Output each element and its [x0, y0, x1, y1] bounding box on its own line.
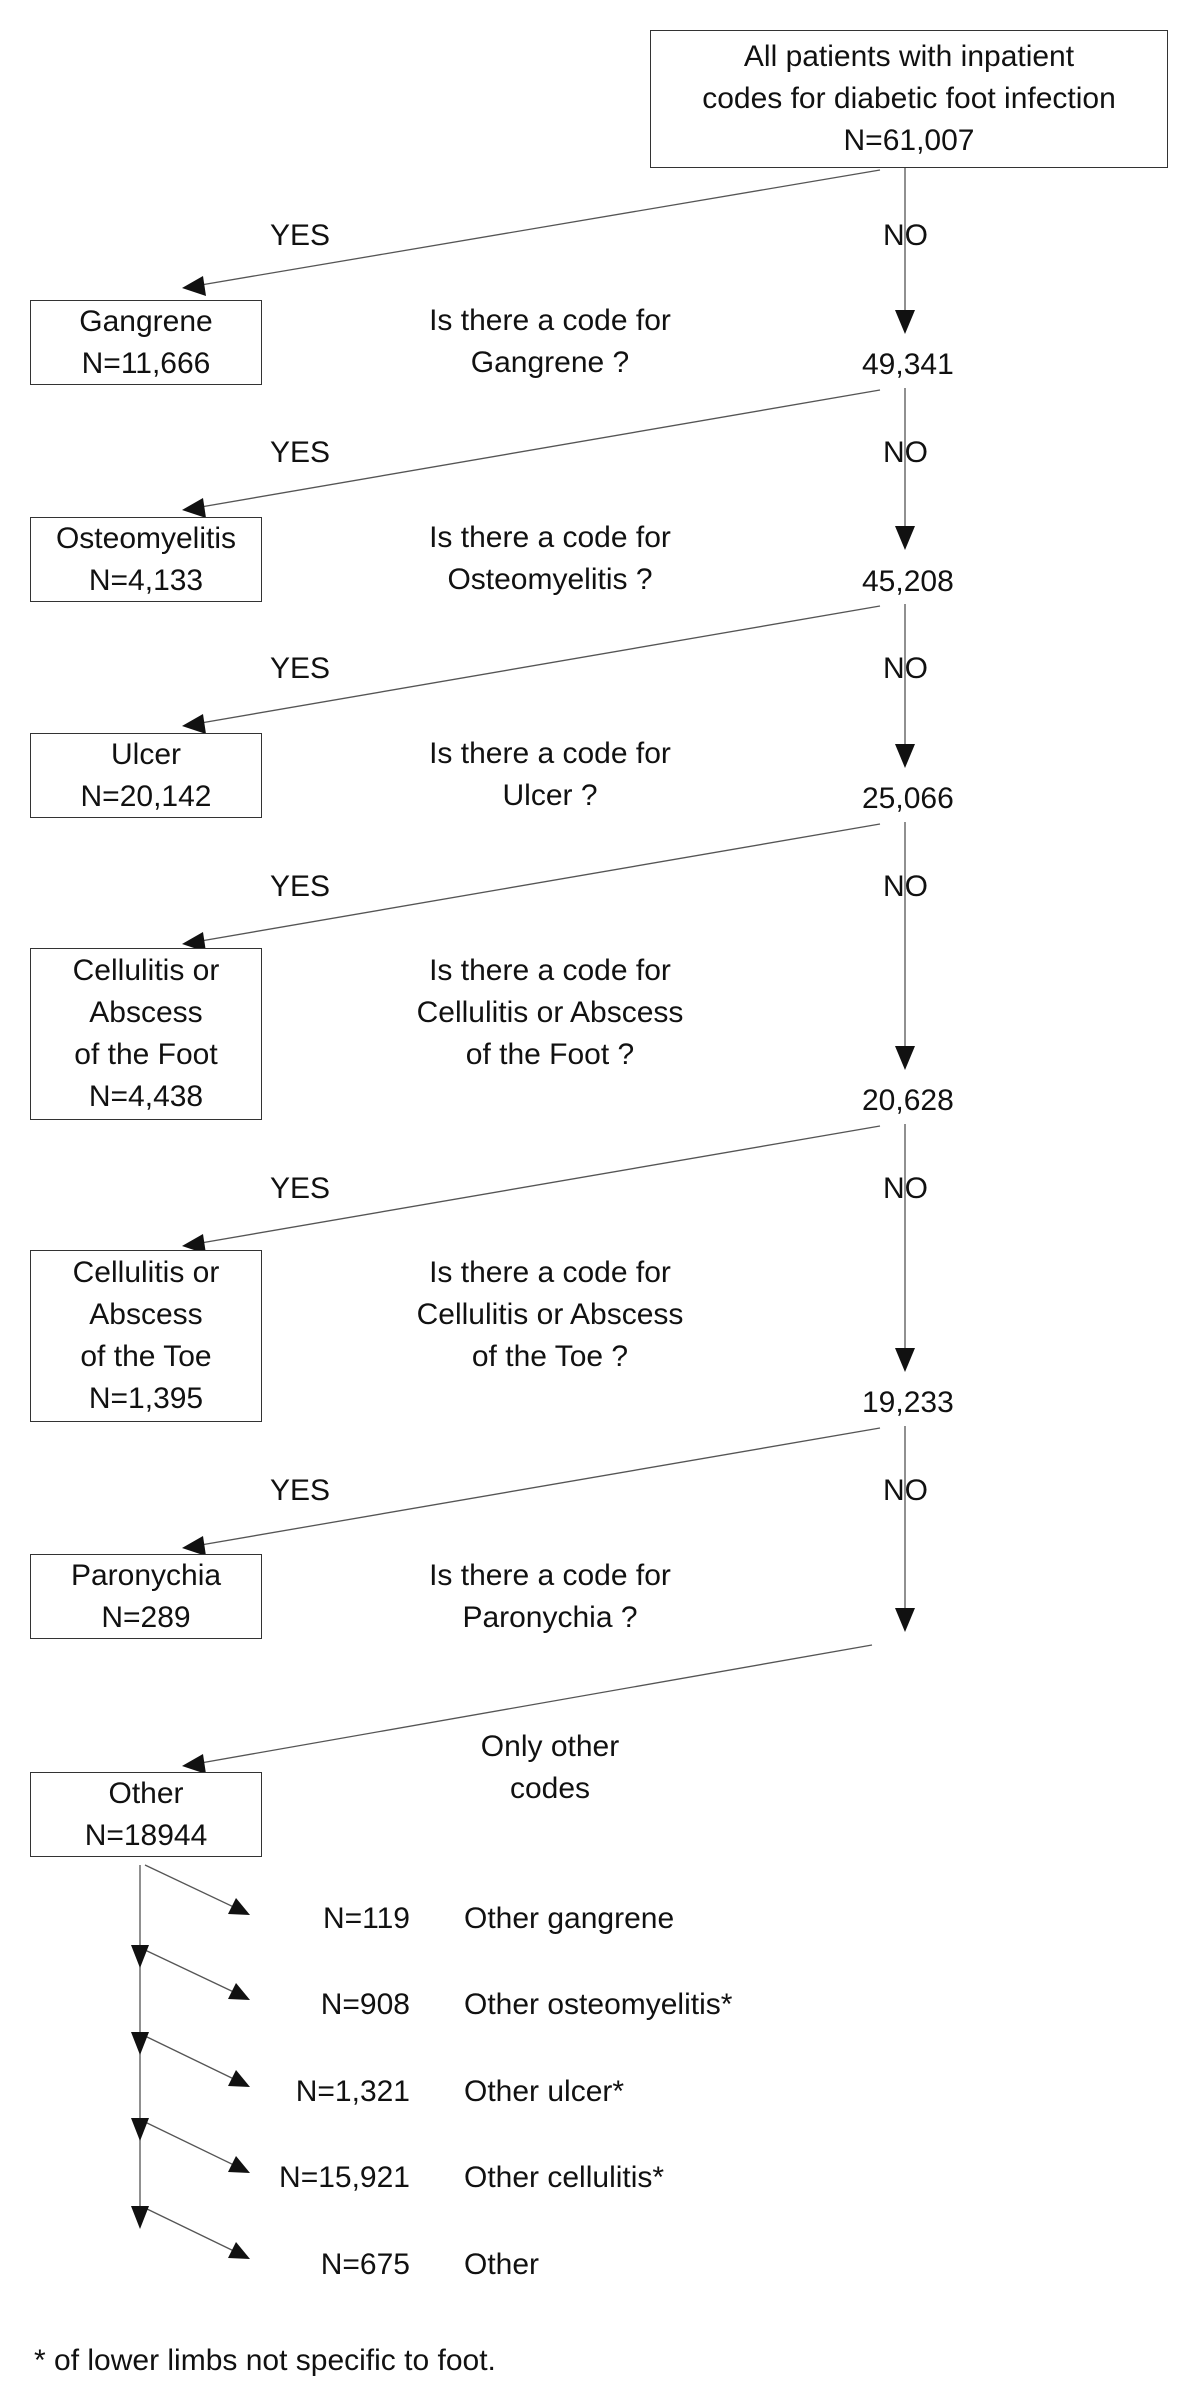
arrowhead-left [182, 276, 206, 296]
arrowhead-right [228, 1983, 250, 2000]
arrowhead-down [895, 526, 915, 550]
ulcer-box: Ulcer N=20,142 [30, 733, 262, 818]
arrowhead-down [895, 1348, 915, 1372]
question-ulcer: Is there a code for Ulcer ? [429, 737, 671, 812]
yes-label: YES [270, 870, 331, 903]
arrowhead-left [182, 714, 206, 734]
start-line-2: codes for diabetic foot infection [702, 82, 1116, 115]
box-count: N=1,395 [88, 1382, 204, 1415]
yes-label: YES [270, 436, 331, 469]
box-label: Abscess [89, 996, 203, 1029]
box-label: Other [108, 1776, 184, 1810]
arrowhead-down [895, 1608, 915, 1632]
breakdown-label: Other osteomyelitis* [464, 1988, 733, 2021]
box-label: Paronychia [70, 1558, 222, 1592]
remaining-count: 19,233 [862, 1386, 954, 1419]
arrowhead-right [228, 1898, 250, 1915]
no-label: NO [883, 652, 928, 685]
arrowhead-left [182, 1234, 206, 1254]
cellulitis-toe-box: Cellulitis or Abscess of the Toe N=1,395 [30, 1250, 262, 1422]
start-line-1: All patients with inpatient [743, 40, 1075, 73]
breakdown-label: Other ulcer* [464, 2075, 625, 2108]
yes-label: YES [270, 1172, 331, 1205]
question-cellulitis-toe: Is there a code for Cellulitis or Absces… [416, 1256, 684, 1373]
paronychia-box: Paronychia N=289 [30, 1554, 262, 1639]
box-label: Cellulitis or [72, 954, 220, 987]
arrowhead-left [182, 1536, 206, 1556]
arrowhead-down [131, 2206, 149, 2229]
arrowhead-down [131, 1945, 149, 1968]
arrowhead-down [131, 2032, 149, 2055]
arrowhead-left [182, 498, 206, 518]
yes-connector [194, 389, 881, 509]
arrowhead-right [228, 2070, 250, 2087]
breakdown-label: Other gangrene [464, 1902, 675, 1935]
no-label: NO [883, 436, 928, 469]
arrowhead-right [228, 2242, 250, 2259]
box-count: N=4,438 [88, 1080, 204, 1113]
gangrene-box: Gangrene N=11,666 [30, 300, 262, 385]
arrowhead-down [895, 1046, 915, 1070]
remaining-count: 49,341 [862, 348, 954, 381]
question-gangrene: Is there a code for Gangrene ? [429, 304, 671, 379]
breakdown-label: Other [464, 2248, 540, 2281]
breakdown-connector [144, 2121, 241, 2169]
no-label: NO [883, 1474, 928, 1507]
breakdown-label: Other cellulitis* [464, 2161, 665, 2194]
box-label: of the Toe [80, 1340, 212, 1373]
no-label: NO [883, 1172, 928, 1205]
box-count: N=11,666 [81, 346, 211, 380]
footnote: * of lower limbs not specific to foot. [34, 2344, 496, 2377]
box-label: of the Foot [74, 1038, 218, 1071]
yes-connector [194, 605, 881, 725]
remaining-count: 25,066 [862, 782, 954, 815]
remaining-count: 45,208 [862, 565, 954, 598]
osteomyelitis-box: Osteomyelitis N=4,133 [30, 517, 262, 602]
box-label: Ulcer [110, 737, 181, 771]
other-box: Other N=18944 [30, 1772, 262, 1857]
yes-connector [194, 823, 881, 943]
yes-label: YES [270, 219, 331, 252]
box-label: Gangrene [79, 304, 213, 338]
breakdown-count: N=675 [320, 2248, 410, 2281]
cellulitis-foot-box: Cellulitis or Abscess of the Foot N=4,43… [30, 948, 262, 1120]
breakdown-connector [144, 1949, 241, 1996]
start-count: N=61,007 [843, 124, 975, 157]
box-count: N=20,142 [80, 779, 212, 813]
box-count: N=4,133 [88, 563, 204, 597]
arrowhead-left [182, 1754, 206, 1774]
question-other: Only other codes [480, 1730, 620, 1805]
breakdown-count: N=908 [320, 1988, 410, 2021]
breakdown-connector [144, 1864, 241, 1911]
box-count: N=18944 [84, 1818, 208, 1852]
breakdown-count: N=15,921 [279, 2161, 410, 2194]
breakdown-count: N=1,321 [295, 2075, 410, 2108]
arrowhead-down [895, 310, 915, 334]
breakdown-count: N=119 [322, 1902, 410, 1935]
question-cellulitis-foot: Is there a code for Cellulitis or Absces… [416, 954, 684, 1071]
question-paronychia: Is there a code for Paronychia ? [429, 1559, 671, 1634]
start-box: All patients with inpatient codes for di… [650, 30, 1168, 168]
box-label: Abscess [89, 1298, 203, 1331]
no-label: NO [883, 870, 928, 903]
yes-label: YES [270, 1474, 331, 1507]
yes-label: YES [270, 652, 331, 685]
arrowhead-right [228, 2156, 250, 2173]
box-label: Cellulitis or [72, 1256, 220, 1289]
arrowhead-down [131, 2118, 149, 2141]
yes-connector [194, 1427, 881, 1547]
box-count: N=289 [101, 1600, 191, 1634]
breakdown-connector [144, 2035, 241, 2083]
breakdown-connector [144, 2207, 241, 2255]
arrowhead-down [895, 744, 915, 768]
no-label: NO [883, 219, 928, 252]
yes-connector [194, 169, 881, 287]
yes-connector [194, 1644, 873, 1765]
remaining-count: 20,628 [862, 1084, 954, 1117]
yes-connector [194, 1125, 881, 1245]
arrowhead-left [182, 932, 206, 952]
box-label: Osteomyelitis [55, 521, 237, 555]
question-osteomyelitis: Is there a code for Osteomyelitis ? [429, 521, 671, 596]
